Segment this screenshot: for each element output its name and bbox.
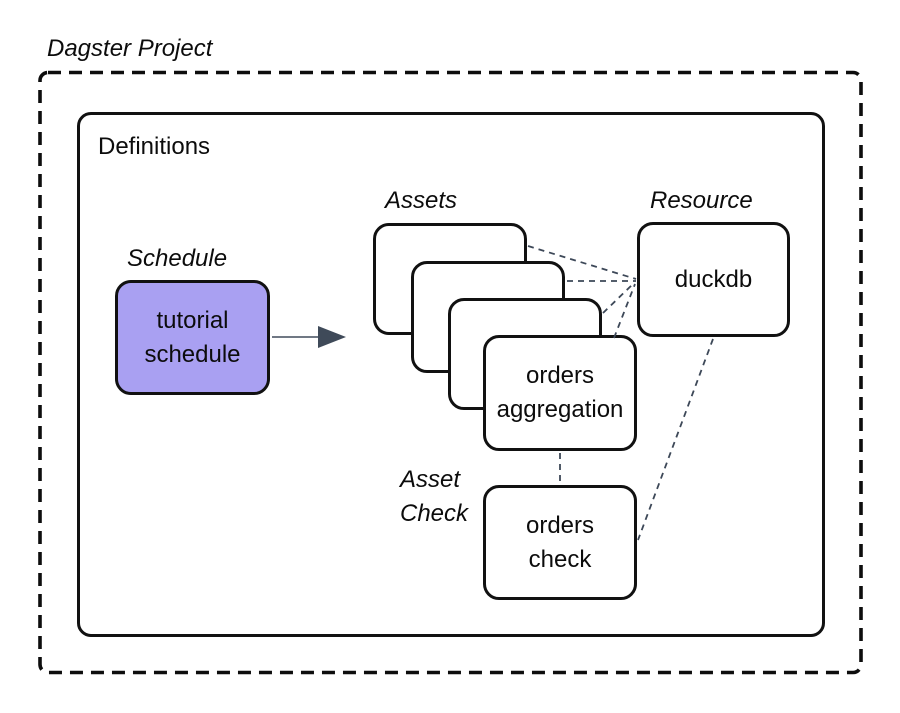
tutorial-schedule-line1: tutorial — [156, 306, 229, 334]
tutorial-schedule-line2: schedule — [144, 340, 241, 368]
resource-group-label: Resource — [650, 187, 753, 214]
orders-aggregation-line2: aggregation — [496, 396, 624, 423]
dagster-project-title: Dagster Project — [47, 35, 213, 62]
orders-check-line1: orders — [525, 511, 595, 539]
asset-check-label-line1: Asset — [400, 466, 461, 493]
tutorial-schedule-node: tutorial schedule — [115, 280, 270, 395]
asset-check-label-line2: Check — [400, 500, 469, 527]
orders-aggregation-node: orders aggregation — [483, 335, 637, 451]
orders-aggregation-line1: orders — [525, 362, 595, 389]
orders-check-node: orders check — [483, 485, 637, 600]
schedule-group-label: Schedule — [127, 245, 228, 272]
orders-check-line2: check — [528, 545, 592, 573]
duckdb-node: duckdb — [637, 222, 790, 337]
assets-group-label: Assets — [385, 187, 458, 214]
definitions-label: Definitions — [98, 133, 211, 160]
duckdb-label: duckdb — [674, 265, 753, 293]
asset-check-group-label: Asset Check — [400, 463, 468, 531]
